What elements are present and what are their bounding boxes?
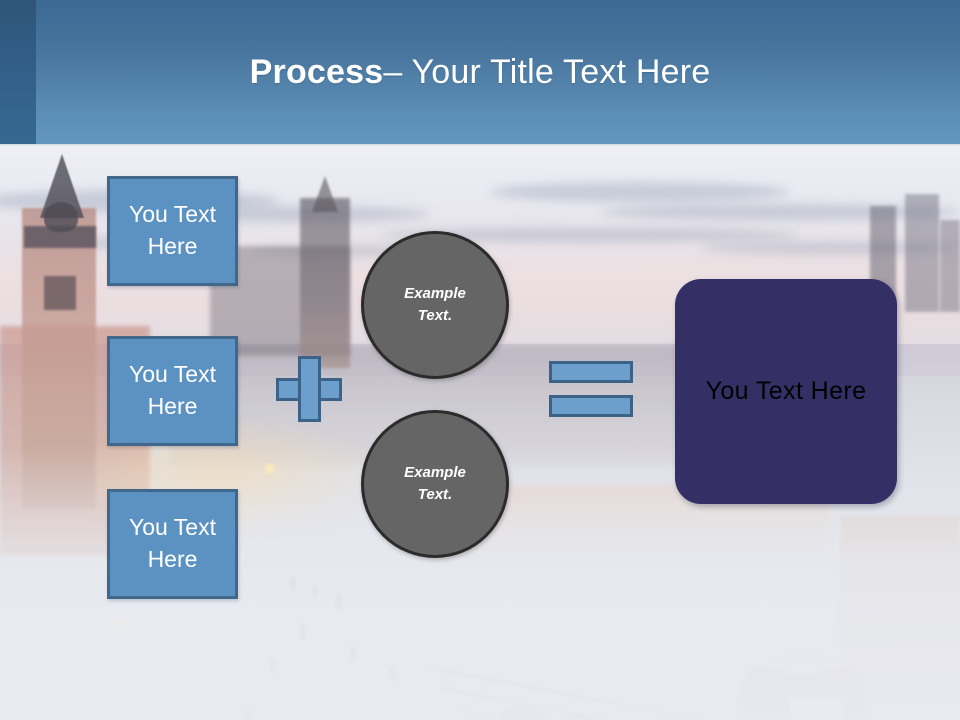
example-circle-1-line1: Example	[404, 284, 466, 302]
equals-bottom-bar	[549, 395, 633, 417]
input-box-1[interactable]: You Text Here	[107, 176, 238, 286]
photo-cloud	[250, 246, 470, 256]
example-circle-1[interactable]: Example Text.	[361, 231, 509, 379]
result-box[interactable]: You Text Here	[675, 279, 897, 504]
photo-left-tower-spire	[40, 154, 84, 218]
header-accent-band-dark	[0, 0, 36, 144]
page-title-strong: Process	[249, 52, 384, 91]
input-box-3-label: You Text Here	[129, 514, 216, 572]
example-circle-1-line2: Text.	[417, 307, 453, 324]
example-circle-2[interactable]: Example Text.	[361, 410, 509, 558]
slide-header: Process – Your Title Text Here	[0, 0, 960, 144]
header-divider	[0, 144, 960, 146]
equals-sign-icon	[549, 361, 633, 417]
equals-top-bar	[549, 361, 633, 383]
photo-tower-right-2	[905, 194, 939, 312]
input-box-2-label: You Text Here	[129, 361, 216, 419]
example-circle-2-line1: Example	[404, 463, 466, 481]
photo-church-tower	[300, 198, 350, 368]
page-title-rest: – Your Title Text Here	[383, 52, 711, 91]
example-circle-2-line2: Text.	[417, 486, 453, 503]
photo-left-tower-window	[44, 276, 76, 310]
result-box-label: You Text Here	[705, 377, 867, 405]
photo-left-tower-cap	[24, 226, 96, 248]
photo-cloud	[380, 228, 800, 242]
input-box-2[interactable]: You Text Here	[107, 336, 238, 446]
input-box-3[interactable]: You Text Here	[107, 489, 238, 599]
input-box-1-label: You Text Here	[129, 201, 216, 259]
plus-sign-icon	[276, 356, 342, 422]
photo-church-spire	[312, 176, 338, 212]
photo-cloud	[490, 182, 790, 202]
page-title: Process – Your Title Text Here	[0, 0, 960, 144]
plus-center-fill	[301, 381, 318, 398]
photo-tower-right-3	[940, 220, 960, 312]
